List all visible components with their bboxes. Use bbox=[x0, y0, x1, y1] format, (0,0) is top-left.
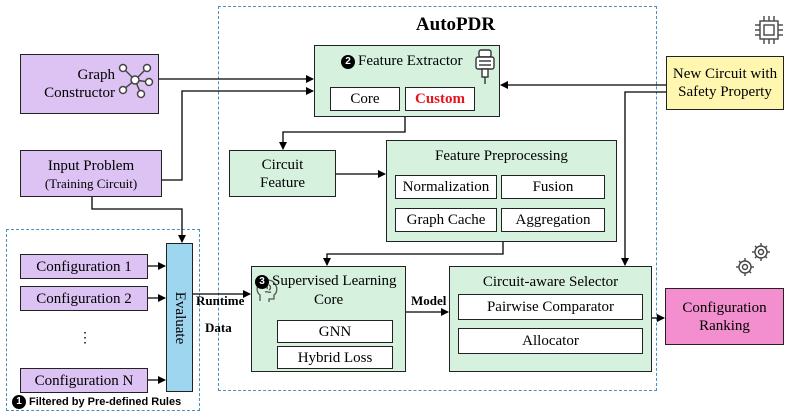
selector-title: Circuit-aware Selector bbox=[482, 274, 619, 290]
badge-1: 1 bbox=[12, 395, 26, 410]
feature-preprocessing-box: Feature Preprocessing Normalization Fusi… bbox=[386, 140, 617, 242]
feature-preprocessing-title: Feature Preprocessing bbox=[435, 148, 568, 164]
graph-constructor-box: Graph Constructor bbox=[20, 54, 159, 114]
badge-3: 3 bbox=[255, 274, 269, 289]
custom-box: Custom bbox=[405, 87, 475, 111]
arrow-input-to-extractor bbox=[162, 87, 314, 181]
fusion-box: Fusion bbox=[501, 175, 605, 199]
evaluate-label: Evaluate bbox=[171, 291, 188, 344]
runtime-label: Runtime bbox=[196, 293, 245, 308]
configuration-1-box: Configuration 1 bbox=[20, 254, 148, 279]
drill-icon bbox=[475, 49, 495, 84]
configuration-ranking-box: Configuration Ranking bbox=[665, 288, 784, 345]
input-problem-box: Input Problem (Training Circuit) bbox=[20, 150, 162, 197]
arrow-preprocessing-to-supervised bbox=[323, 242, 504, 266]
circuit-feature-box: Circuit Feature bbox=[229, 150, 336, 197]
configuration-ellipsis: ⋮ bbox=[78, 331, 92, 346]
supervised-title-line2: Core bbox=[314, 292, 344, 308]
model-label: Model bbox=[411, 293, 447, 308]
input-problem-label: Input Problem bbox=[47, 158, 135, 174]
configuration-n-box: Configuration N bbox=[20, 368, 148, 393]
hybrid-loss-box: Hybrid Loss bbox=[277, 346, 393, 369]
network-graph-icon bbox=[118, 63, 154, 99]
badge-2: 2 bbox=[341, 54, 355, 69]
aggregation-box: Aggregation bbox=[501, 208, 605, 232]
gnn-box: GNN bbox=[277, 320, 393, 343]
arrow-input-to-evaluate bbox=[91, 197, 186, 243]
selector-box: Circuit-aware Selector Pairwise Comparat… bbox=[449, 266, 652, 372]
graph-constructor-label: Graph Constructor bbox=[44, 67, 115, 101]
gears-icon bbox=[736, 243, 770, 276]
diagram-title: AutoPDR bbox=[415, 14, 496, 35]
chip-icon bbox=[755, 16, 783, 44]
core-box: Core bbox=[330, 87, 400, 111]
autopdr-container bbox=[218, 6, 657, 391]
arrow-newcircuit-to-selector bbox=[621, 91, 666, 266]
graph-cache-box: Graph Cache bbox=[395, 208, 497, 232]
data-label: Data bbox=[205, 320, 232, 335]
evaluate-box: Evaluate bbox=[166, 243, 193, 392]
new-circuit-box: New Circuit with Safety Property bbox=[666, 56, 784, 110]
input-problem-sublabel: (Training Circuit) bbox=[44, 176, 138, 191]
arrow-extractor-to-circuitfeature bbox=[279, 117, 406, 150]
allocator-box: Allocator bbox=[458, 328, 643, 354]
configuration-2-box: Configuration 2 bbox=[20, 286, 148, 311]
pairwise-comparator-box: Pairwise Comparator bbox=[458, 294, 643, 320]
configuration-container bbox=[6, 229, 200, 411]
normalization-box: Normalization bbox=[395, 175, 497, 199]
